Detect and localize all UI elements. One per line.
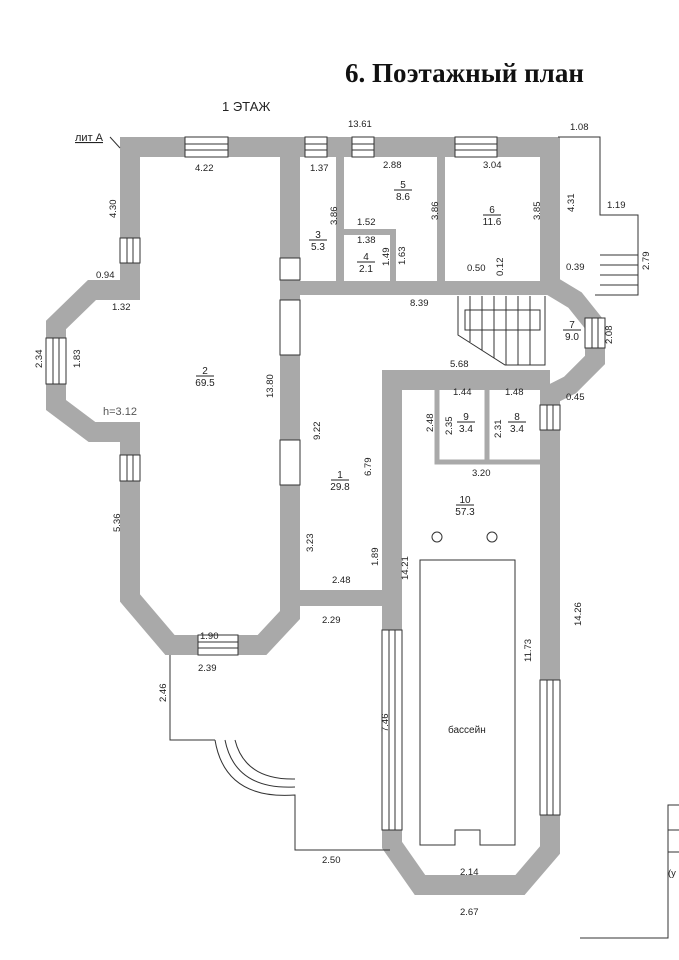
dimension-label: 5.36 [112,514,123,533]
room-area: 11.6 [483,217,502,228]
dimension-label: 2.34 [34,350,45,369]
room-number: 3 [315,230,321,241]
dimension-label: 13.61 [348,119,372,130]
dimension-label: 1.90 [200,631,219,642]
room-label-1: 129.8 [330,470,350,493]
dimension-label: 2.31 [493,420,504,439]
pool-label: бассейн [448,724,486,736]
dimension-label: 6.79 [363,458,374,477]
room-area: 29.8 [330,482,350,493]
dimension-label: 2.46 [158,684,169,703]
room-area: 3.4 [459,424,473,435]
stairs [457,296,546,366]
room-area: 8.6 [396,192,410,203]
dimension-label: 0.12 [495,258,506,277]
room-label-4: 42.1 [357,252,375,275]
stamp-box: (у [580,804,679,939]
room-area: 3.4 [510,424,524,435]
room-label-2: 269.5 [195,366,215,389]
room-area: 5.3 [311,242,325,253]
dimension-label: 3.85 [532,202,543,221]
dimension-label: 0.39 [566,262,585,273]
dimension-label: 3.86 [329,207,340,226]
dimension-label: 3.04 [483,160,502,171]
room-number: 9 [463,412,469,423]
windows [45,136,606,831]
walls [46,137,605,895]
ceiling-height-label: h=3.12 [103,406,137,418]
dimension-label: 7.46 [380,714,391,733]
dimension-label: 1.08 [570,122,589,133]
dimension-label: 1.63 [397,247,408,266]
pool [419,531,516,846]
room-label-3: 35.3 [309,230,327,253]
room-label-9: 93.4 [457,412,475,435]
stamp-text: (у [668,868,676,879]
dimension-label: 2.14 [460,867,479,878]
room-area: 9.0 [565,332,579,343]
dimension-label: 3.20 [472,468,491,479]
dimension-label: 14.21 [400,556,411,580]
room-label-5: 58.6 [394,180,412,203]
room-area: 2.1 [359,264,373,275]
dimension-label: 3.23 [305,534,316,553]
dimension-label: 1.48 [505,387,524,398]
dimension-label: 2.39 [198,663,217,674]
dimension-label: 1.83 [72,350,83,369]
room-number: 5 [400,180,406,191]
dimension-label: 1.37 [310,163,329,174]
dimension-label: 1.49 [381,248,392,267]
dimension-label: 2.50 [322,855,341,866]
dimension-label: 1.52 [357,217,376,228]
dimension-label: 2.88 [383,160,402,171]
dimension-label: 2.35 [444,417,455,436]
dimension-label: 8.39 [410,298,429,309]
dimension-label: 11.73 [523,639,534,662]
dimension-label: 1.19 [607,200,626,211]
building-label: лит А [75,132,104,144]
dimension-label: 1.32 [112,302,131,313]
dimension-label: 2.48 [425,414,436,433]
dimension-label: 1.44 [453,387,472,398]
room-number: 8 [514,412,520,423]
room-number: 2 [202,366,208,377]
room-area: 69.5 [195,378,215,389]
room-label-7: 79.0 [563,320,581,343]
room-labels: 129.8269.535.342.158.6611.679.083.493.41… [195,180,581,518]
dimension-label: 4.31 [566,194,577,213]
room-number: 10 [459,495,471,506]
pool-basin [419,559,516,846]
dimension-label: 0.50 [467,263,486,274]
dimension-label: 4.22 [195,163,214,174]
room-number: 4 [363,252,369,263]
dimension-label: 2.29 [322,615,341,626]
dimension-label: 1.38 [357,235,376,246]
dimension-label: 3.86 [430,202,441,221]
dimension-label: 2.79 [641,252,652,271]
dimension-label: 1.89 [370,548,381,567]
dimension-label: 2.48 [332,575,351,586]
room-number: 1 [337,470,343,481]
dimension-labels: 13.61 1.08 4.22 1.37 2.88 3.04 4.30 3.86 3.86 3.8… [34,119,652,918]
room-label-8: 83.4 [508,412,526,435]
dimension-label: 2.08 [604,326,615,345]
room-number: 7 [569,320,575,331]
porches [169,136,639,851]
floor-label: 1 ЭТАЖ [222,99,270,114]
page-title: 6. Поэтажный план [345,58,584,88]
room-label-6: 611.6 [483,205,502,228]
dimension-label: 2.67 [460,907,479,918]
dimension-label: 0.94 [96,270,115,281]
dimension-label: 4.30 [108,200,119,219]
room-area: 57.3 [455,507,475,518]
dimension-label: 9.22 [312,422,323,441]
dimension-label: 14.26 [573,602,584,626]
dimension-label: 0.45 [566,392,585,403]
dimension-label: 13.80 [265,374,276,398]
dimension-label: 5.68 [450,359,469,370]
room-number: 6 [489,205,495,216]
